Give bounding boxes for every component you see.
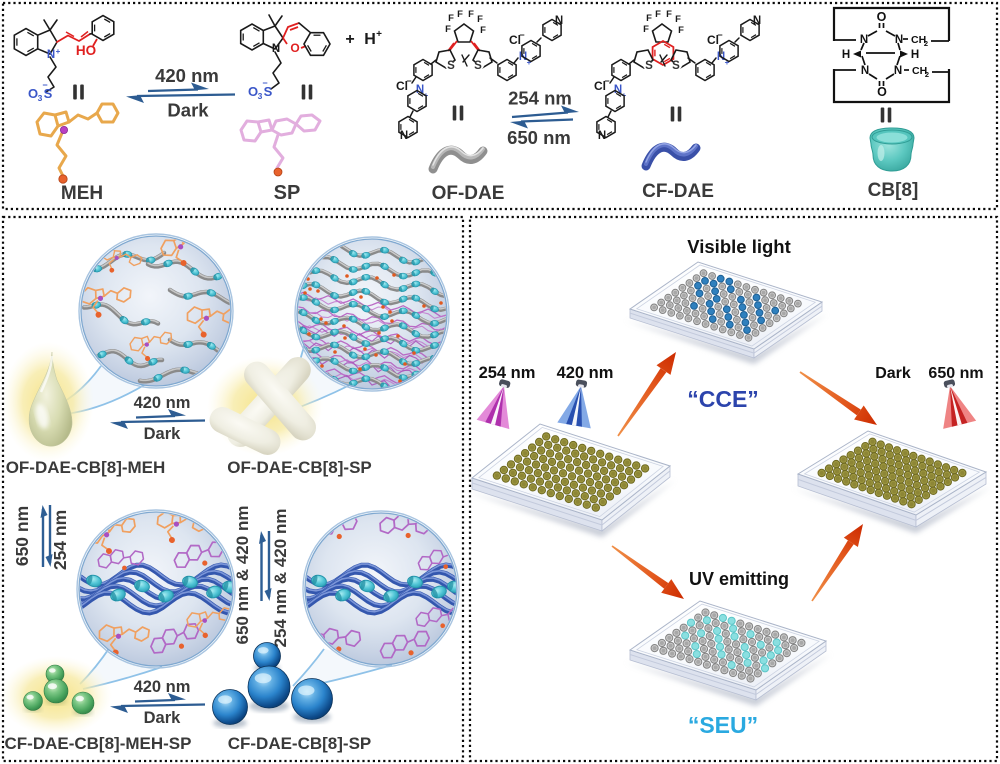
svg-text:HO: HO: [76, 43, 96, 58]
svg-text:Dark: Dark: [875, 365, 911, 382]
svg-text:Visible light: Visible light: [687, 236, 790, 257]
svg-text:420 nm: 420 nm: [134, 394, 191, 412]
svg-text:650 nm: 650 nm: [507, 127, 571, 148]
svg-text:Dark: Dark: [167, 100, 209, 121]
svg-text:+: +: [725, 58, 730, 67]
svg-text:−: −: [717, 30, 722, 40]
svg-text:O: O: [877, 10, 887, 24]
svg-text:+: +: [376, 29, 382, 40]
svg-text:650 nm: 650 nm: [928, 365, 983, 382]
svg-text:S: S: [474, 60, 482, 72]
svg-text:S: S: [645, 60, 653, 72]
svg-text:N: N: [555, 15, 563, 27]
svg-text:F: F: [457, 9, 463, 20]
svg-text:N: N: [894, 65, 902, 77]
svg-text:CH: CH: [911, 34, 926, 46]
svg-text:H: H: [364, 31, 376, 48]
svg-text:420 nm: 420 nm: [134, 678, 191, 696]
svg-text:H: H: [842, 49, 850, 61]
svg-text:N: N: [598, 130, 606, 142]
svg-text:OF-DAE: OF-DAE: [432, 183, 505, 204]
svg-text:F: F: [468, 9, 474, 20]
svg-text:420 nm: 420 nm: [155, 65, 219, 86]
svg-text:OF-DAE-CB[8]-SP: OF-DAE-CB[8]-SP: [227, 458, 372, 477]
svg-text:Dark: Dark: [144, 425, 182, 443]
svg-text:+: +: [56, 47, 61, 56]
svg-text:254 nm & 420 nm: 254 nm & 420 nm: [271, 509, 290, 648]
svg-text:F: F: [655, 9, 661, 20]
svg-text:O: O: [290, 41, 299, 55]
svg-text:F: F: [666, 9, 672, 20]
svg-text:O: O: [28, 86, 38, 101]
svg-text:2: 2: [924, 39, 928, 48]
svg-text:F: F: [448, 13, 454, 24]
svg-text:Cl: Cl: [707, 33, 719, 47]
svg-text:CB[8]: CB[8]: [868, 180, 919, 201]
svg-text:F: F: [675, 14, 681, 25]
svg-text:F: F: [445, 24, 451, 35]
svg-text:650 nm: 650 nm: [12, 506, 32, 566]
svg-text:+: +: [527, 58, 532, 67]
svg-text:N: N: [400, 130, 408, 142]
svg-text:O: O: [248, 84, 258, 99]
svg-text:“SEU”: “SEU”: [688, 712, 758, 738]
svg-text:F: F: [678, 25, 684, 36]
svg-text:420 nm: 420 nm: [557, 364, 614, 382]
svg-text:254 nm: 254 nm: [479, 364, 536, 382]
svg-text:−: −: [604, 76, 609, 86]
svg-text:UV emitting: UV emitting: [689, 569, 789, 589]
svg-text:N: N: [272, 43, 280, 55]
svg-text:CF-DAE-CB[8]-SP: CF-DAE-CB[8]-SP: [228, 734, 372, 753]
svg-text:F: F: [480, 25, 486, 36]
svg-text:F: F: [646, 13, 652, 24]
svg-text:−: −: [262, 78, 267, 88]
svg-text:CH: CH: [912, 65, 927, 77]
svg-text:N: N: [895, 34, 903, 46]
svg-text:−: −: [406, 76, 411, 86]
svg-text:N: N: [614, 84, 622, 96]
svg-text:Cl: Cl: [396, 79, 408, 93]
svg-text:−: −: [42, 80, 47, 90]
svg-text:CF-DAE: CF-DAE: [642, 181, 714, 202]
svg-text:S: S: [264, 84, 273, 99]
svg-text:3: 3: [38, 93, 43, 103]
svg-text:MEH: MEH: [61, 183, 103, 204]
svg-text:S: S: [447, 60, 455, 72]
svg-text:“CCE”: “CCE”: [687, 386, 759, 412]
svg-text:Cl: Cl: [509, 33, 521, 47]
svg-text:254 nm: 254 nm: [508, 88, 572, 109]
svg-text:+: +: [345, 31, 354, 48]
svg-text:650 nm & 420 nm: 650 nm & 420 nm: [233, 506, 252, 645]
svg-text:Dark: Dark: [144, 709, 182, 727]
svg-text:254 nm: 254 nm: [50, 510, 70, 570]
svg-text:N: N: [416, 84, 424, 96]
svg-text:SP: SP: [274, 182, 301, 204]
svg-text:S: S: [44, 86, 53, 101]
svg-text:Cl: Cl: [594, 79, 606, 93]
svg-text:F: F: [643, 24, 649, 35]
svg-text:OF-DAE-CB[8]-MEH: OF-DAE-CB[8]-MEH: [6, 458, 166, 477]
svg-text:2: 2: [925, 70, 929, 79]
svg-text:N: N: [861, 65, 869, 77]
svg-text:CF-DAE-CB[8]-MEH-SP: CF-DAE-CB[8]-MEH-SP: [5, 734, 192, 753]
svg-text:N: N: [753, 15, 761, 27]
svg-text:N: N: [47, 49, 55, 61]
svg-text:H: H: [911, 49, 919, 61]
svg-text:S: S: [672, 60, 680, 72]
svg-text:3: 3: [258, 91, 263, 101]
svg-text:F: F: [477, 14, 483, 25]
svg-text:N: N: [860, 34, 868, 46]
svg-text:−: −: [519, 30, 524, 40]
svg-text:O: O: [877, 85, 887, 99]
